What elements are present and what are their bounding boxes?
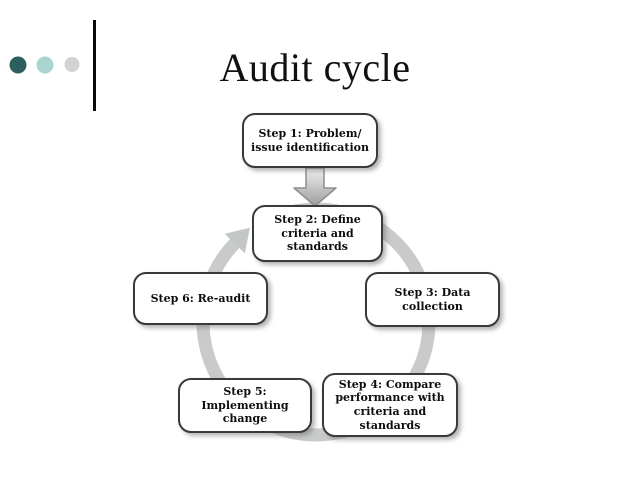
bullet-dots-decoration bbox=[9, 56, 80, 74]
step-6-box: Step 6: Re-audit bbox=[133, 272, 268, 325]
dark-teal-dot-icon bbox=[9, 56, 27, 74]
step-3-box: Step 3: Data collection bbox=[365, 272, 500, 327]
step-1-box: Step 1: Problem/ issue identification bbox=[242, 113, 378, 168]
step-2-box: Step 2: Define criteria and standards bbox=[252, 205, 383, 262]
page-title: Audit cycle bbox=[219, 45, 411, 90]
gray-dot-icon bbox=[64, 57, 80, 72]
step-4-box: Step 4: Compare performance with criteri… bbox=[322, 373, 458, 437]
cycle-arrowhead-icon bbox=[224, 227, 250, 254]
down-arrow-icon bbox=[293, 167, 337, 207]
divider-line bbox=[93, 20, 96, 111]
step-5-box: Step 5: Implementing change bbox=[178, 378, 312, 433]
light-teal-dot-icon bbox=[36, 56, 54, 74]
